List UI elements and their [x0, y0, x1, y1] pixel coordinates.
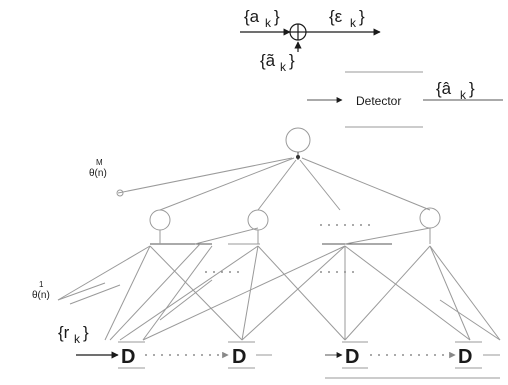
- svg-text:}: }: [289, 51, 295, 70]
- svg-text:θ(n): θ(n): [89, 168, 107, 179]
- delay-block-1: D: [121, 346, 135, 368]
- delay-block-4: D: [458, 346, 472, 368]
- label-ahat-k: {â k }: [436, 79, 475, 102]
- svg-text:{ε: {ε: [329, 7, 343, 26]
- input-to-hidden-connections: [57, 243, 501, 341]
- svg-text:1: 1: [39, 280, 44, 289]
- svg-text:k: k: [74, 332, 81, 346]
- delay-block-2: D: [232, 346, 246, 368]
- label-a-k: {a k }: [244, 7, 280, 30]
- svg-text:k: k: [350, 16, 357, 30]
- output-neuron: [285, 127, 311, 153]
- label-eps-k: {ε k }: [329, 7, 365, 30]
- svg-text:k: k: [265, 16, 272, 30]
- hidden-to-output-connections: [159, 157, 431, 211]
- svg-text:{r: {r: [58, 323, 70, 342]
- svg-text:}: }: [359, 7, 365, 26]
- svg-text:k: k: [460, 88, 467, 102]
- detector-label: Detector: [356, 94, 401, 108]
- hidden-neuron-1: [149, 209, 171, 231]
- svg-text:}: }: [274, 7, 280, 26]
- delay-block-3: D: [345, 346, 359, 368]
- tapped-delay-line: {r k } D D D D: [58, 323, 500, 379]
- svg-text:{â: {â: [436, 79, 452, 98]
- label-r-k: {r k }: [58, 323, 89, 346]
- error-summing-section: {a k } {ε k } {ã k }: [240, 7, 381, 74]
- svg-text:}: }: [83, 323, 89, 342]
- detector-section: Detector {â k }: [307, 71, 503, 128]
- hidden-row-connections: [150, 227, 431, 245]
- label-theta-M: M θ(n): [89, 158, 107, 179]
- svg-text:θ(n): θ(n): [32, 290, 50, 301]
- svg-text:{ã: {ã: [260, 51, 276, 70]
- label-theta-1: 1 θ(n): [32, 280, 50, 301]
- svg-text:M: M: [96, 158, 103, 167]
- output-layer: [285, 127, 311, 160]
- svg-text:{a: {a: [244, 7, 260, 26]
- svg-text:k: k: [280, 60, 287, 74]
- theta-M-bias-node: [116, 189, 124, 197]
- label-atilde-k: {ã k }: [260, 51, 295, 74]
- theta-M-weight-line: [117, 157, 293, 194]
- hidden-layer: [149, 207, 441, 231]
- hidden-neuron-2: [247, 209, 269, 231]
- hidden-neuron-n: [419, 207, 441, 229]
- svg-text:}: }: [469, 79, 475, 98]
- output-node-dot: [296, 155, 300, 159]
